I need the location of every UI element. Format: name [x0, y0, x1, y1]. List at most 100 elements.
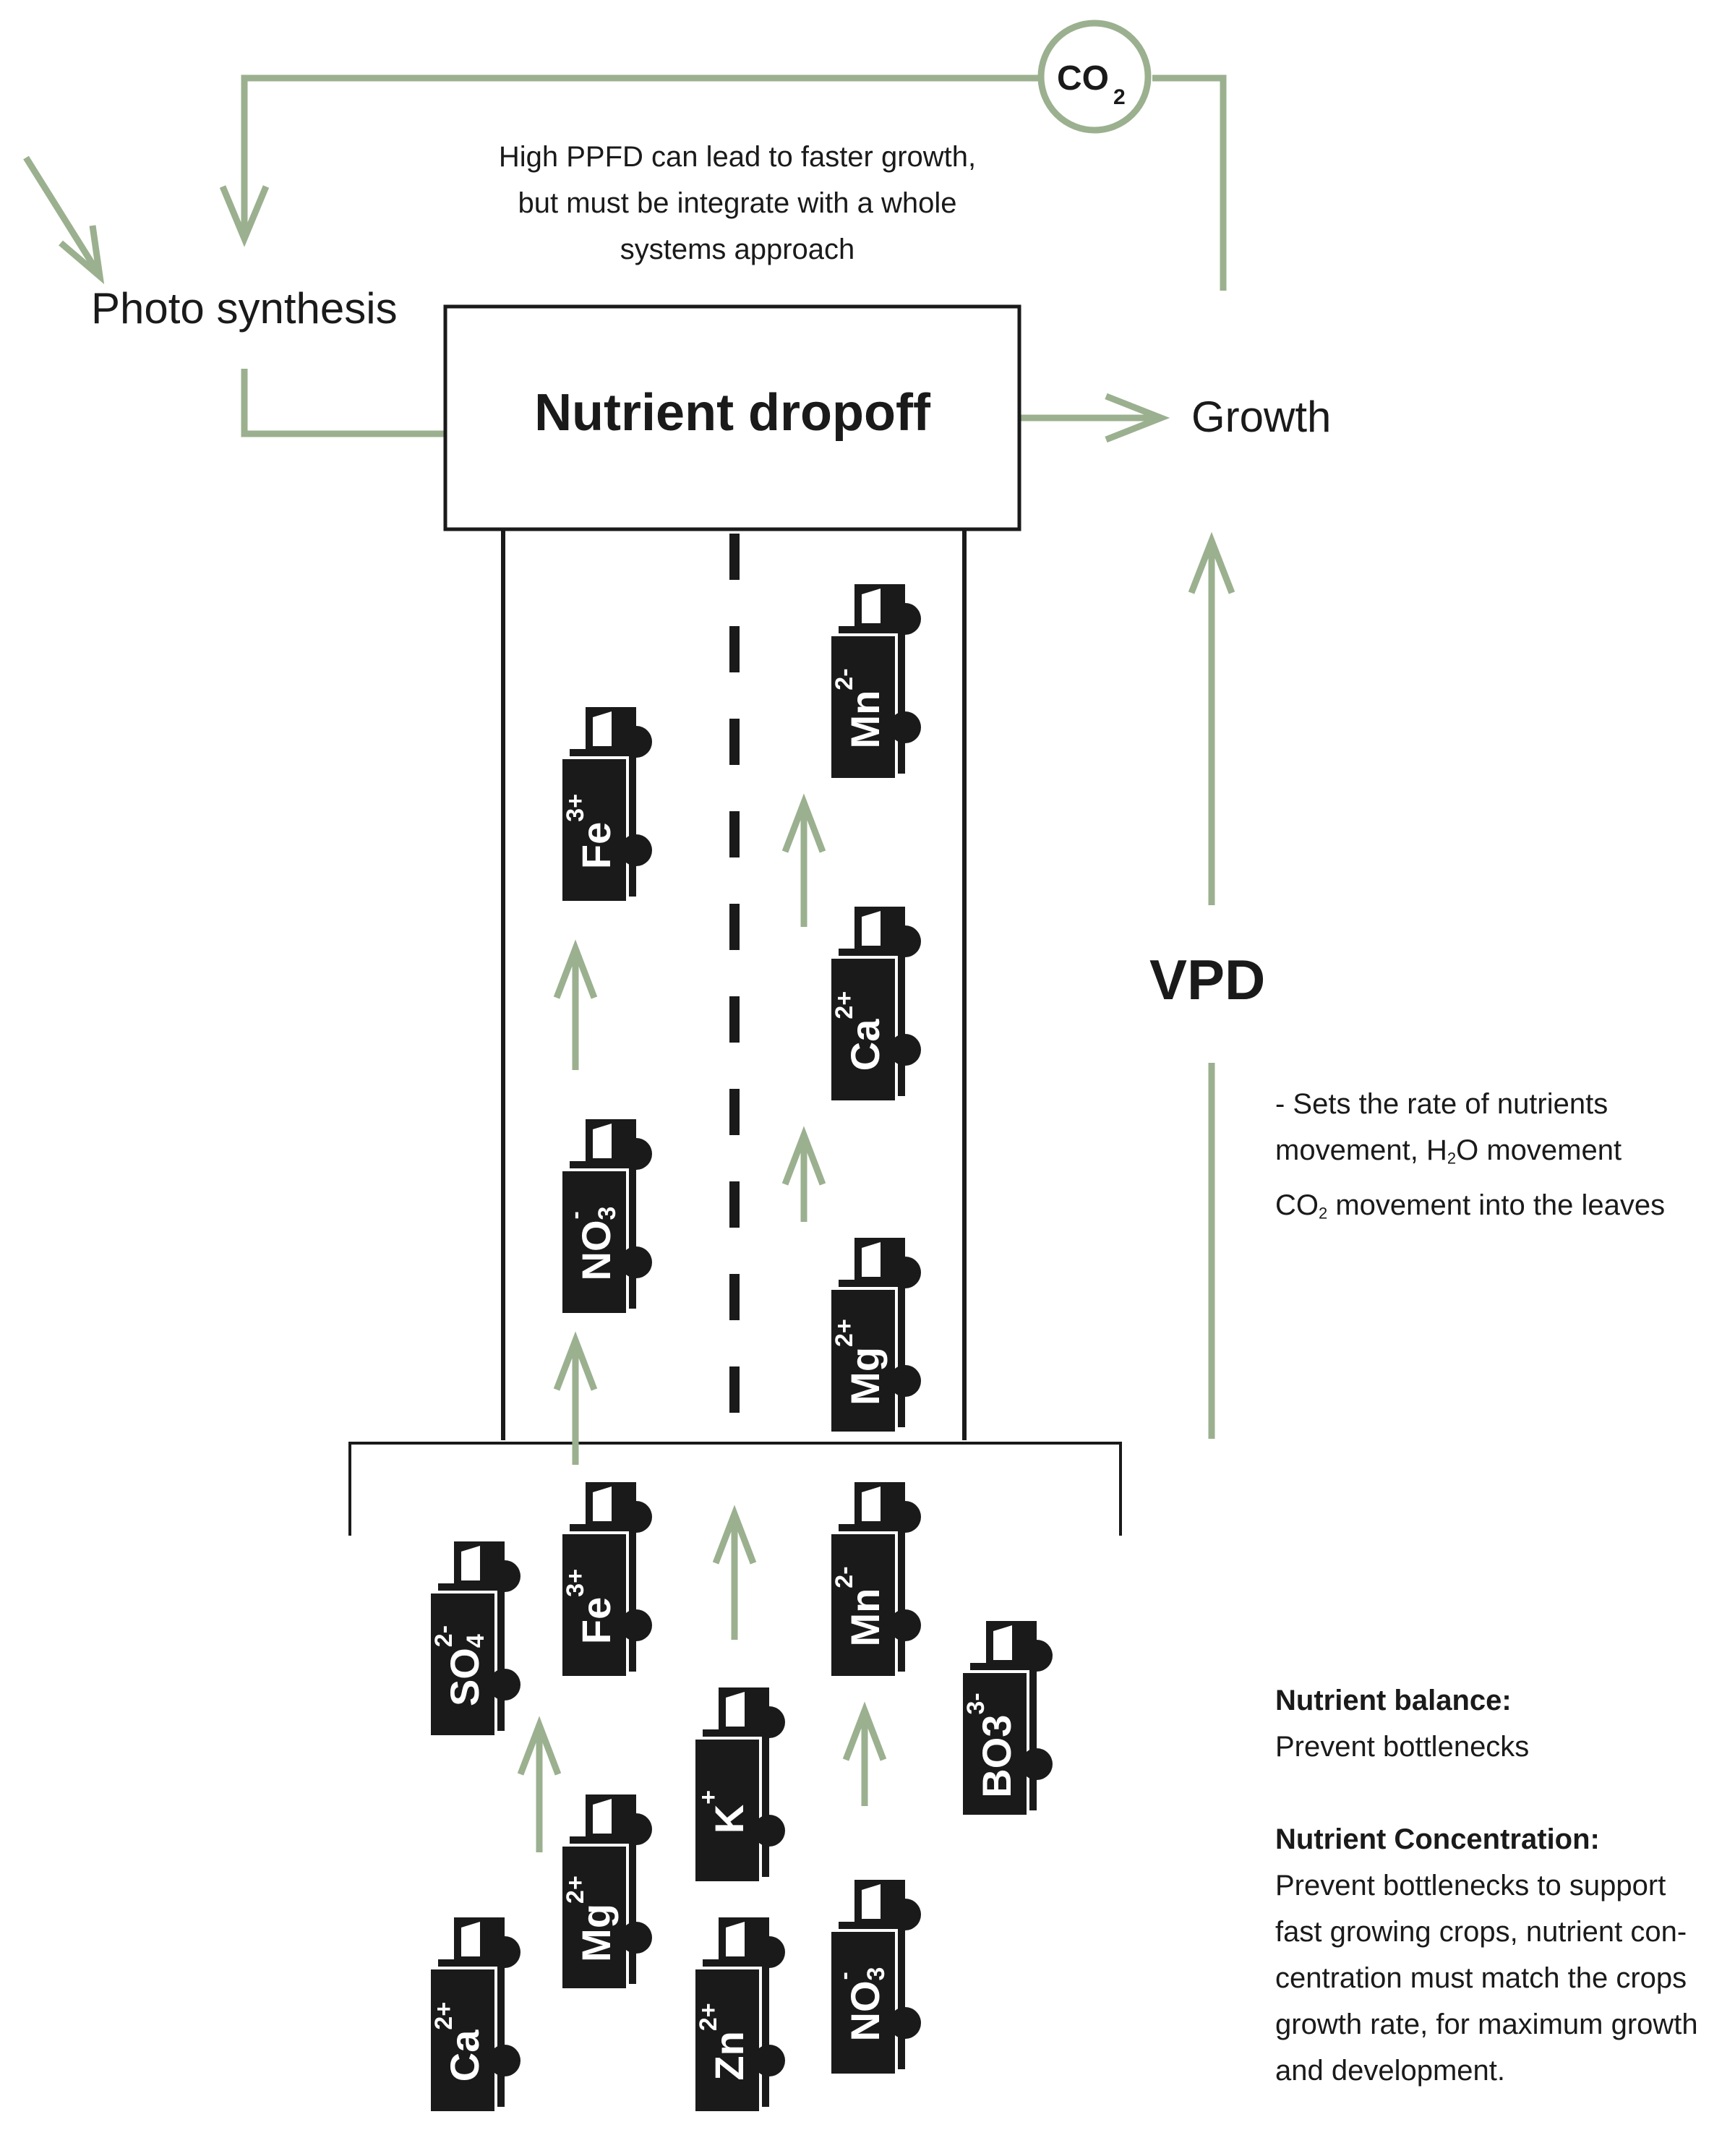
truck-wheel	[753, 1706, 785, 1738]
truck-wheel	[489, 1669, 520, 1701]
truck-wheel	[753, 2045, 785, 2076]
truck-mg-pool: Mg2+	[560, 1794, 652, 1991]
truck-label-base: Ca	[442, 2029, 487, 2082]
truck-window	[993, 1625, 1012, 1660]
truck-no3-pool: NO3-	[828, 1880, 921, 2076]
truck-wheel	[620, 1922, 652, 1954]
truck-label-sup: 3+	[562, 1569, 589, 1597]
truck-window	[461, 1546, 480, 1580]
vpd-note-line-3-b: movement into the leaves	[1327, 1189, 1666, 1221]
nutrient-concentration-text-5: and development.	[1275, 2055, 1506, 2087]
truck-label: Fe3+	[562, 1569, 619, 1644]
co2-loop	[219, 20, 1227, 291]
up-arrow	[781, 1126, 826, 1222]
co2-label-sub: 2	[1113, 85, 1126, 109]
truck-label-base: NO	[842, 1980, 888, 2041]
movement-arrows	[517, 793, 887, 1852]
truck-label-base: K	[706, 1805, 752, 1834]
nutrient-dropoff-title: Nutrient dropoff	[534, 384, 930, 442]
nutrient-concentration-text-4: growth rate, for maximum growth	[1275, 2009, 1698, 2040]
truck-wheel	[889, 1899, 921, 1930]
truck-fe-road: Fe3+	[560, 707, 652, 904]
nutrient-concentration-text-1: Prevent bottlenecks to support	[1275, 1870, 1666, 1902]
truck-no3-road: NO3-	[560, 1119, 652, 1316]
truck-label-base: Mn	[842, 1588, 888, 1647]
up-arrow	[517, 1716, 562, 1852]
truck-body	[828, 956, 898, 1103]
truck-label: NO3-	[831, 1967, 890, 2042]
nutrient-concentration-text-2: fast growing crops, nutrient con-	[1275, 1916, 1687, 1948]
truck-label-base: Mg	[573, 1904, 619, 1962]
truck-wheel	[889, 1365, 921, 1397]
truck-window	[593, 1799, 612, 1834]
truck-window	[726, 1692, 745, 1727]
truck-body	[693, 1737, 762, 1884]
truck-label-base: Fe	[573, 822, 619, 869]
truck-bo3-pool: BO33-	[960, 1621, 1053, 1818]
vpd-note-line-3-a: CO	[1275, 1189, 1319, 1221]
truck-wheel	[489, 1560, 520, 1592]
up-arrow	[842, 1701, 887, 1806]
truck-wheel	[620, 1609, 652, 1641]
truck-label-sup: 2+	[695, 2003, 722, 2031]
truck-layer: Fe3+Mn2-Ca2+NO3-Mg2+SO42-Fe3+Mn2-BO33-K+…	[428, 584, 1053, 2114]
truck-window	[862, 589, 881, 623]
truck-window	[461, 1922, 480, 1956]
nutrient-balance-heading: Nutrient balance:	[1275, 1685, 1512, 1716]
truck-window	[593, 1486, 612, 1521]
up-arrow	[553, 1331, 598, 1465]
nutrient-balance-text: Prevent bottlenecks	[1275, 1731, 1530, 1763]
truck-window	[862, 1884, 881, 1919]
vpd-note: - Sets the rate of nutrients movement, H…	[1275, 1081, 1723, 1236]
truck-body	[560, 1531, 629, 1679]
truck-label-base: Mg	[842, 1347, 888, 1406]
truck-wheel	[753, 1815, 785, 1847]
vpd-note-line-2-sub: 2	[1447, 1149, 1457, 1168]
truck-k-pool: K+	[693, 1687, 785, 1884]
truck-wheel	[753, 1936, 785, 1968]
truck-wheel	[620, 1501, 652, 1533]
truck-label-base: Fe	[573, 1597, 619, 1644]
truck-body	[560, 1844, 629, 1991]
vpd-label: VPD	[1149, 948, 1266, 1011]
truck-wheel	[620, 1246, 652, 1278]
truck-label: Mn2-	[831, 1566, 888, 1646]
truck-label-base: Ca	[842, 1019, 888, 1071]
truck-wheel	[889, 711, 921, 743]
up-arrow	[712, 1505, 757, 1640]
pool-bracket	[348, 1442, 1122, 1536]
truck-wheel	[889, 1609, 921, 1641]
truck-label: Ca2+	[831, 991, 888, 1071]
truck-label-base: Zn	[706, 2031, 752, 2080]
truck-label: Zn2+	[695, 2003, 752, 2080]
nutrient-balance-note: Nutrient balance: Prevent bottlenecks Nu…	[1275, 1677, 1723, 2094]
co2-label-main: CO	[1057, 59, 1109, 98]
photosynthesis-connector	[241, 369, 445, 437]
truck-window	[593, 711, 612, 746]
truck-label-sup: 2-	[430, 1625, 458, 1647]
truck-body	[828, 1531, 898, 1679]
truck-wheel	[889, 1501, 921, 1533]
truck-body	[428, 1967, 497, 2114]
truck-window	[593, 1124, 612, 1158]
co2-circle	[1037, 20, 1152, 134]
truck-wheel	[489, 2045, 520, 2076]
truck-wheel	[1021, 1640, 1053, 1672]
co2-loop-line	[1152, 74, 1227, 291]
truck-window	[862, 911, 881, 946]
box-to-growth-arrow	[1021, 393, 1170, 443]
ppfd-caption: High PPFD can lead to faster growth, but…	[405, 134, 1070, 273]
vpd-note-line-3-sub: 2	[1319, 1204, 1328, 1222]
truck-wheel	[489, 1936, 520, 1968]
truck-body	[693, 1967, 762, 2114]
truck-label: K+	[695, 1790, 752, 1834]
truck-label-sup: 2+	[831, 991, 858, 1019]
co2-loop-line-left	[241, 74, 1038, 230]
co2-loop-arrowhead	[219, 185, 270, 247]
truck-label: BO33-	[962, 1693, 1019, 1797]
truck-label-sup: 3+	[562, 794, 589, 822]
truck-label-sup: 3-	[962, 1693, 990, 1714]
truck-wheel	[1021, 1748, 1053, 1780]
truck-label-sup: 2+	[430, 2002, 458, 2030]
